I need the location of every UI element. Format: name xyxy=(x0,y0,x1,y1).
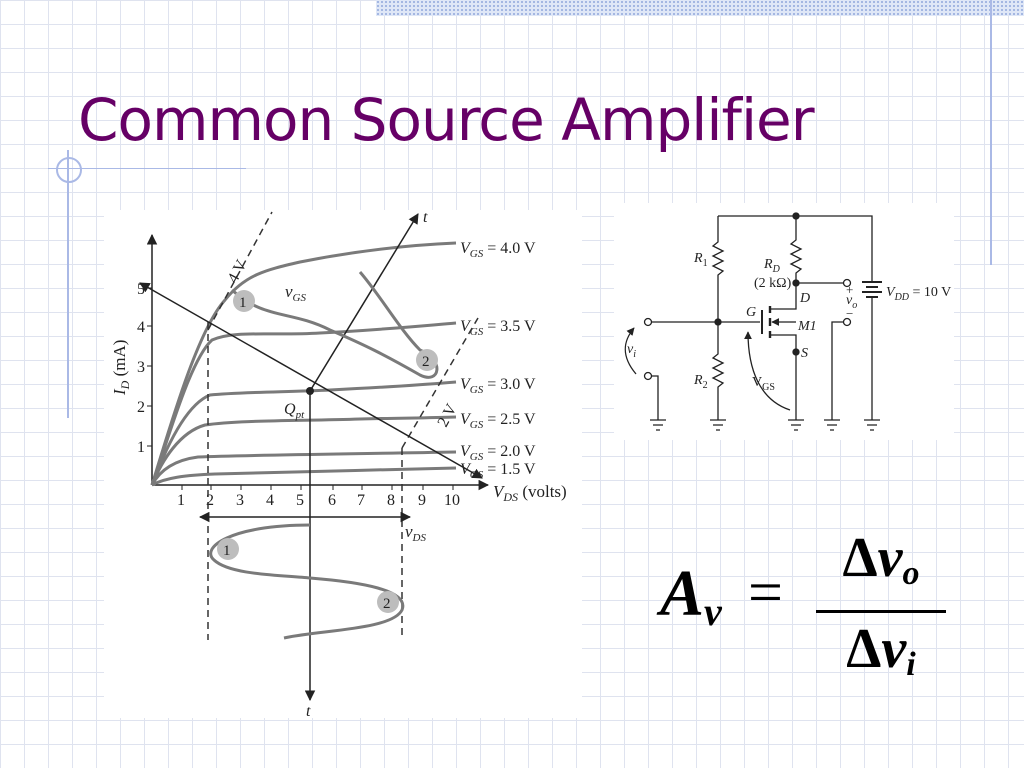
label-vo-minus: − xyxy=(846,306,853,321)
fraction-bar xyxy=(816,610,946,613)
header-band xyxy=(376,0,1024,16)
gain-symbol: Av xyxy=(660,557,722,634)
vgs-arrow xyxy=(744,331,791,411)
label-vo: vo xyxy=(846,293,857,311)
resistor-r2 xyxy=(711,322,725,420)
resistor-rd xyxy=(789,216,803,296)
curve-labels: VGS = 4.0 V VGS = 3.5 V VGS = 3.0 V VGS … xyxy=(460,240,536,481)
y-tick-label: 2 xyxy=(137,399,145,416)
curve-label-4-0: VGS = 4.0 V xyxy=(460,240,536,260)
circuit-schematic: R1 R2 RD (2 kΩ) G D S M1 VDD = 10 V vi v… xyxy=(614,203,954,440)
gain-formula: Av = Δvo Δvi xyxy=(660,526,960,683)
ground-symbols xyxy=(650,419,880,431)
id-vds-graph: 1 2 3 4 5 ID (mA) 1 2 3 4 5 6 7 8 9 10 V… xyxy=(104,209,582,720)
time-axis-label-bottom: t xyxy=(306,703,311,718)
mosfet-m1 xyxy=(761,296,797,420)
label-vdd: VDD = 10 V xyxy=(886,285,951,303)
equals-sign: = xyxy=(748,559,783,627)
graph-svg: 1 2 3 4 5 ID (mA) 1 2 3 4 5 6 7 8 9 10 V… xyxy=(110,209,567,720)
input-time-axis xyxy=(309,213,419,392)
vi-arrow xyxy=(624,327,637,375)
svg-text:2: 2 xyxy=(422,354,430,370)
output-signal-vds xyxy=(209,523,405,640)
x-axis-label: VDS (volts) xyxy=(493,482,567,504)
label-vgs: VGS xyxy=(752,375,775,393)
swing-dashed-lines xyxy=(207,211,479,640)
input-marker-2: 2 xyxy=(416,349,438,371)
output-signal-label: vDS xyxy=(405,522,426,544)
curve-label-2-0: VGS = 2.0 V xyxy=(460,443,536,463)
characteristic-curves xyxy=(150,241,457,487)
svg-text:1: 1 xyxy=(223,543,231,559)
vdd-battery xyxy=(862,272,882,420)
x-tick-label: 6 xyxy=(328,492,336,509)
curve-label-1-5: VGS = 1.5 V xyxy=(460,461,536,481)
label-r1: R1 xyxy=(693,251,708,269)
label-drain: D xyxy=(799,291,810,306)
x-tick-label: 2 xyxy=(206,492,214,509)
svg-text:1: 1 xyxy=(239,295,247,311)
x-tick-label: 10 xyxy=(444,492,460,509)
slide-title: Common Source Amplifier xyxy=(78,86,815,154)
input-terminal-bottom xyxy=(643,371,653,381)
x-tick-label: 5 xyxy=(296,492,304,509)
output-marker-1: 1 xyxy=(217,538,239,560)
input-terminal-top xyxy=(643,317,653,327)
curve-vgs-1-5 xyxy=(151,466,457,487)
decor-horizontal-line xyxy=(48,168,246,169)
fraction-numerator: Δvo xyxy=(842,527,920,592)
svg-text:2: 2 xyxy=(383,596,391,612)
label-vi: vi xyxy=(627,342,636,360)
gain-fraction: Δvo Δvi xyxy=(816,526,946,697)
x-tick-label: 1 xyxy=(177,492,185,509)
time-axis-label-top: t xyxy=(423,210,428,226)
output-terminal-bottom xyxy=(842,317,852,327)
q-point-label: Qpt xyxy=(284,401,305,421)
swing-line-4v xyxy=(207,211,273,331)
x-tick-label: 3 xyxy=(236,492,244,509)
x-tick-label: 9 xyxy=(418,492,426,509)
input-signal-label: vGS xyxy=(285,282,306,304)
label-rd: RD xyxy=(763,257,781,275)
resistor-r1 xyxy=(711,216,725,322)
circuit-svg: R1 R2 RD (2 kΩ) G D S M1 VDD = 10 V vi v… xyxy=(624,212,951,431)
y-tick-label: 3 xyxy=(137,359,145,376)
input-signal-vgs xyxy=(230,271,439,379)
y-axis-label: ID (mA) xyxy=(110,340,132,396)
input-marker-1: 1 xyxy=(233,290,255,312)
label-rd-value: (2 kΩ) xyxy=(754,276,792,291)
output-marker-2: 2 xyxy=(377,591,399,613)
x-tick-label: 7 xyxy=(357,492,365,509)
label-m1: M1 xyxy=(797,319,817,334)
fraction-denominator: Δvi xyxy=(846,618,916,683)
decor-ring-icon xyxy=(56,157,82,183)
x-tick-label: 8 xyxy=(387,492,395,509)
decor-vertical-line-left xyxy=(67,150,69,418)
curve-label-3-0: VGS = 3.0 V xyxy=(460,376,536,396)
label-vo-plus: + xyxy=(846,282,853,297)
load-line xyxy=(139,282,483,479)
label-r2: R2 xyxy=(693,373,708,391)
label-source: S xyxy=(801,346,808,361)
curve-label-2-5: VGS = 2.5 V xyxy=(460,411,536,431)
y-tick-label: 4 xyxy=(137,319,145,336)
y-ticks: 1 2 3 4 5 xyxy=(137,281,152,456)
output-terminal-top xyxy=(842,278,852,288)
top-rail xyxy=(718,215,873,272)
swing-label-2v: 2 V xyxy=(435,401,461,430)
x-ticks: 1 2 3 4 5 6 7 8 9 10 xyxy=(177,485,460,509)
y-tick-label: 1 xyxy=(137,439,145,456)
x-tick-label: 4 xyxy=(266,492,274,509)
decor-vertical-line-right xyxy=(990,0,992,265)
label-gate: G xyxy=(746,305,756,320)
